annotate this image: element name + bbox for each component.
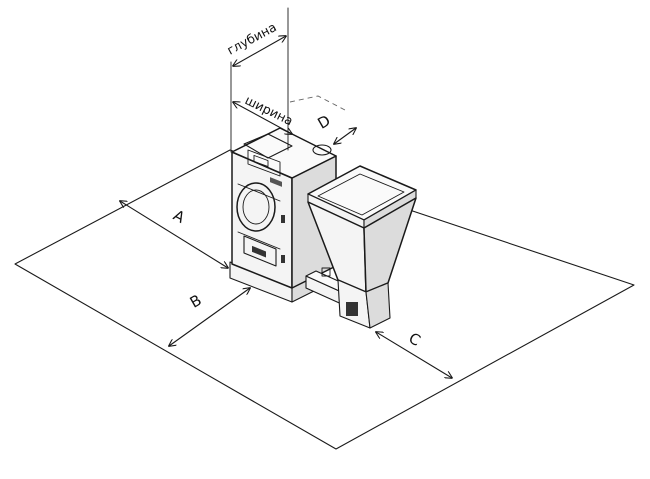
dimension-d-label: D: [315, 111, 334, 132]
dimension-c-label: C: [406, 329, 424, 350]
control-panel: [243, 133, 293, 159]
dimension-b-label: B: [187, 291, 205, 312]
dimension-b-arrow: [169, 288, 250, 346]
dimension-c-arrow: [376, 332, 452, 378]
inspection-hatch: [346, 302, 358, 316]
dimension-d-arrow: [334, 128, 356, 144]
depth-label: глубина: [224, 19, 278, 57]
dimension-a-label: A: [170, 206, 188, 227]
pellet-hopper: [307, 165, 417, 329]
flue-outlet: [312, 144, 332, 156]
dimension-a-arrow: [120, 201, 228, 268]
boiler-door-icon: [236, 182, 276, 232]
width-dimension: [233, 102, 292, 134]
floor-area-outline: [14, 149, 635, 450]
ash-door: [243, 235, 277, 267]
clearance-dashed-outline: [289, 95, 346, 111]
